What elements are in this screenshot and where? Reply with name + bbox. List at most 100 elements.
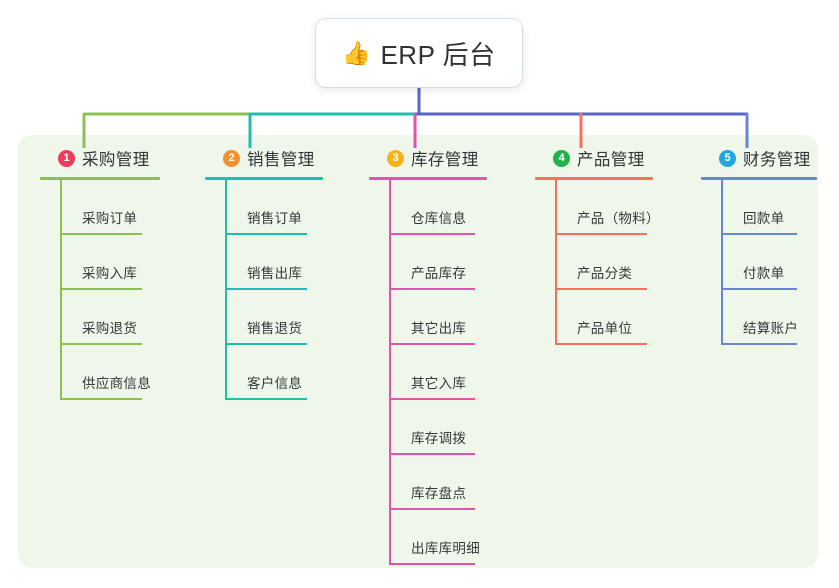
- column-4: 4 产品管理产品（物料） 产品分类产品单位: [533, 145, 693, 345]
- column-rule-5: [701, 177, 817, 180]
- leaf-rule: [60, 288, 142, 290]
- leaf-rule: [389, 563, 475, 565]
- leaf-label: 其它入库: [411, 376, 467, 391]
- column-title-4: 产品管理: [577, 151, 645, 169]
- column-rule-4: [535, 177, 653, 180]
- leaf-item[interactable]: 其它出库: [389, 290, 527, 345]
- leaf-rule: [721, 343, 797, 345]
- leaf-label: 销售退货: [247, 321, 303, 336]
- column-badge-1: 1: [58, 149, 75, 167]
- leaf-list-2: 销售订单销售出库销售退货客户信息: [203, 180, 353, 400]
- column-header-3[interactable]: 3 库存管理: [367, 145, 527, 171]
- leaf-rule: [389, 288, 475, 290]
- leaf-label: 库存调拨: [411, 431, 467, 446]
- leaf-label: 回款单: [743, 211, 785, 226]
- column-spine-5: [721, 180, 723, 345]
- column-spine-4: [555, 180, 557, 345]
- column-spine-1: [60, 180, 62, 400]
- column-badge-5: 5: [719, 149, 736, 167]
- column-rule-2: [205, 177, 323, 180]
- column-spine-2: [225, 180, 227, 400]
- column-3: 3 库存管理仓库信息产品库存其它出库其它入库库存调拨库存盘点出库库明细: [367, 145, 527, 565]
- leaf-label: 产品（物料）: [577, 211, 660, 226]
- leaf-rule: [389, 343, 475, 345]
- leaf-item[interactable]: 销售出库: [225, 235, 353, 290]
- leaf-label: 产品库存: [411, 266, 467, 281]
- column-badge-4: 4: [553, 149, 570, 167]
- leaf-rule: [721, 233, 797, 235]
- column-title-3: 库存管理: [411, 151, 479, 169]
- thumbs-up-icon: 👍: [342, 39, 372, 66]
- root-title-text: ERP 后台: [380, 39, 496, 70]
- leaf-rule: [389, 398, 475, 400]
- column-5: 5 财务管理回款单付款单结算账户: [699, 145, 839, 345]
- column-badge-3: 3: [387, 149, 404, 167]
- leaf-item[interactable]: 库存盘点: [389, 455, 527, 510]
- leaf-rule: [225, 233, 307, 235]
- column-badge-2: 2: [223, 149, 240, 167]
- leaf-label: 出库库明细: [411, 541, 480, 556]
- leaf-item[interactable]: 产品库存: [389, 235, 527, 290]
- leaf-list-1: 采购订单采购入库采购退货供应商信息: [38, 180, 188, 400]
- leaf-rule: [389, 233, 475, 235]
- leaf-rule: [60, 343, 142, 345]
- column-2: 2 销售管理销售订单销售出库销售退货客户信息: [203, 145, 353, 400]
- leaf-label: 产品分类: [577, 266, 633, 281]
- root-title-card: 👍 ERP 后台: [316, 19, 522, 87]
- leaf-item[interactable]: 仓库信息: [389, 180, 527, 235]
- leaf-item[interactable]: 采购退货: [60, 290, 188, 345]
- leaf-rule: [225, 288, 307, 290]
- leaf-item[interactable]: 结算账户: [721, 290, 839, 345]
- leaf-item[interactable]: 出库库明细: [389, 510, 527, 565]
- leaf-rule: [555, 233, 647, 235]
- leaf-item[interactable]: 库存调拨: [389, 400, 527, 455]
- column-spine-3: [389, 180, 391, 565]
- leaf-label: 库存盘点: [411, 486, 467, 501]
- column-title-2: 销售管理: [247, 151, 315, 169]
- leaf-label: 销售出库: [247, 266, 303, 281]
- column-header-1[interactable]: 1 采购管理: [38, 145, 188, 171]
- leaf-item[interactable]: 采购订单: [60, 180, 188, 235]
- leaf-list-4: 产品（物料） 产品分类产品单位: [533, 180, 693, 345]
- leaf-item[interactable]: 销售退货: [225, 290, 353, 345]
- leaf-item[interactable]: 产品（物料）: [555, 180, 693, 235]
- leaf-item[interactable]: 付款单: [721, 235, 839, 290]
- leaf-item[interactable]: 采购入库: [60, 235, 188, 290]
- diagram-panel: [18, 135, 818, 568]
- column-title-5: 财务管理: [743, 151, 811, 169]
- leaf-rule: [721, 288, 797, 290]
- leaf-label: 其它出库: [411, 321, 467, 336]
- leaf-item[interactable]: 销售订单: [225, 180, 353, 235]
- leaf-label: 结算账户: [743, 321, 799, 336]
- root-title: 👍 ERP 后台: [342, 35, 495, 72]
- leaf-item[interactable]: 其它入库: [389, 345, 527, 400]
- leaf-label: 客户信息: [247, 376, 303, 391]
- leaf-rule: [225, 398, 307, 400]
- leaf-label: 产品单位: [577, 321, 633, 336]
- leaf-label: 采购入库: [82, 266, 138, 281]
- leaf-rule: [555, 288, 647, 290]
- column-header-4[interactable]: 4 产品管理: [533, 145, 693, 171]
- leaf-item[interactable]: 回款单: [721, 180, 839, 235]
- column-rule-1: [40, 177, 160, 180]
- leaf-label: 采购退货: [82, 321, 138, 336]
- leaf-rule: [60, 398, 142, 400]
- leaf-label: 付款单: [743, 266, 785, 281]
- leaf-item[interactable]: 供应商信息: [60, 345, 188, 400]
- leaf-label: 仓库信息: [411, 211, 467, 226]
- leaf-rule: [60, 233, 142, 235]
- leaf-list-5: 回款单付款单结算账户: [699, 180, 839, 345]
- leaf-item[interactable]: 产品单位: [555, 290, 693, 345]
- column-1: 1 采购管理采购订单采购入库采购退货供应商信息: [38, 145, 188, 400]
- column-title-1: 采购管理: [82, 151, 150, 169]
- leaf-rule: [225, 343, 307, 345]
- leaf-item[interactable]: 产品分类: [555, 235, 693, 290]
- column-rule-3: [369, 177, 487, 180]
- column-header-2[interactable]: 2 销售管理: [203, 145, 353, 171]
- leaf-list-3: 仓库信息产品库存其它出库其它入库库存调拨库存盘点出库库明细: [367, 180, 527, 565]
- leaf-label: 供应商信息: [82, 376, 151, 391]
- leaf-rule: [389, 508, 475, 510]
- column-header-5[interactable]: 5 财务管理: [699, 145, 839, 171]
- leaf-item[interactable]: 客户信息: [225, 345, 353, 400]
